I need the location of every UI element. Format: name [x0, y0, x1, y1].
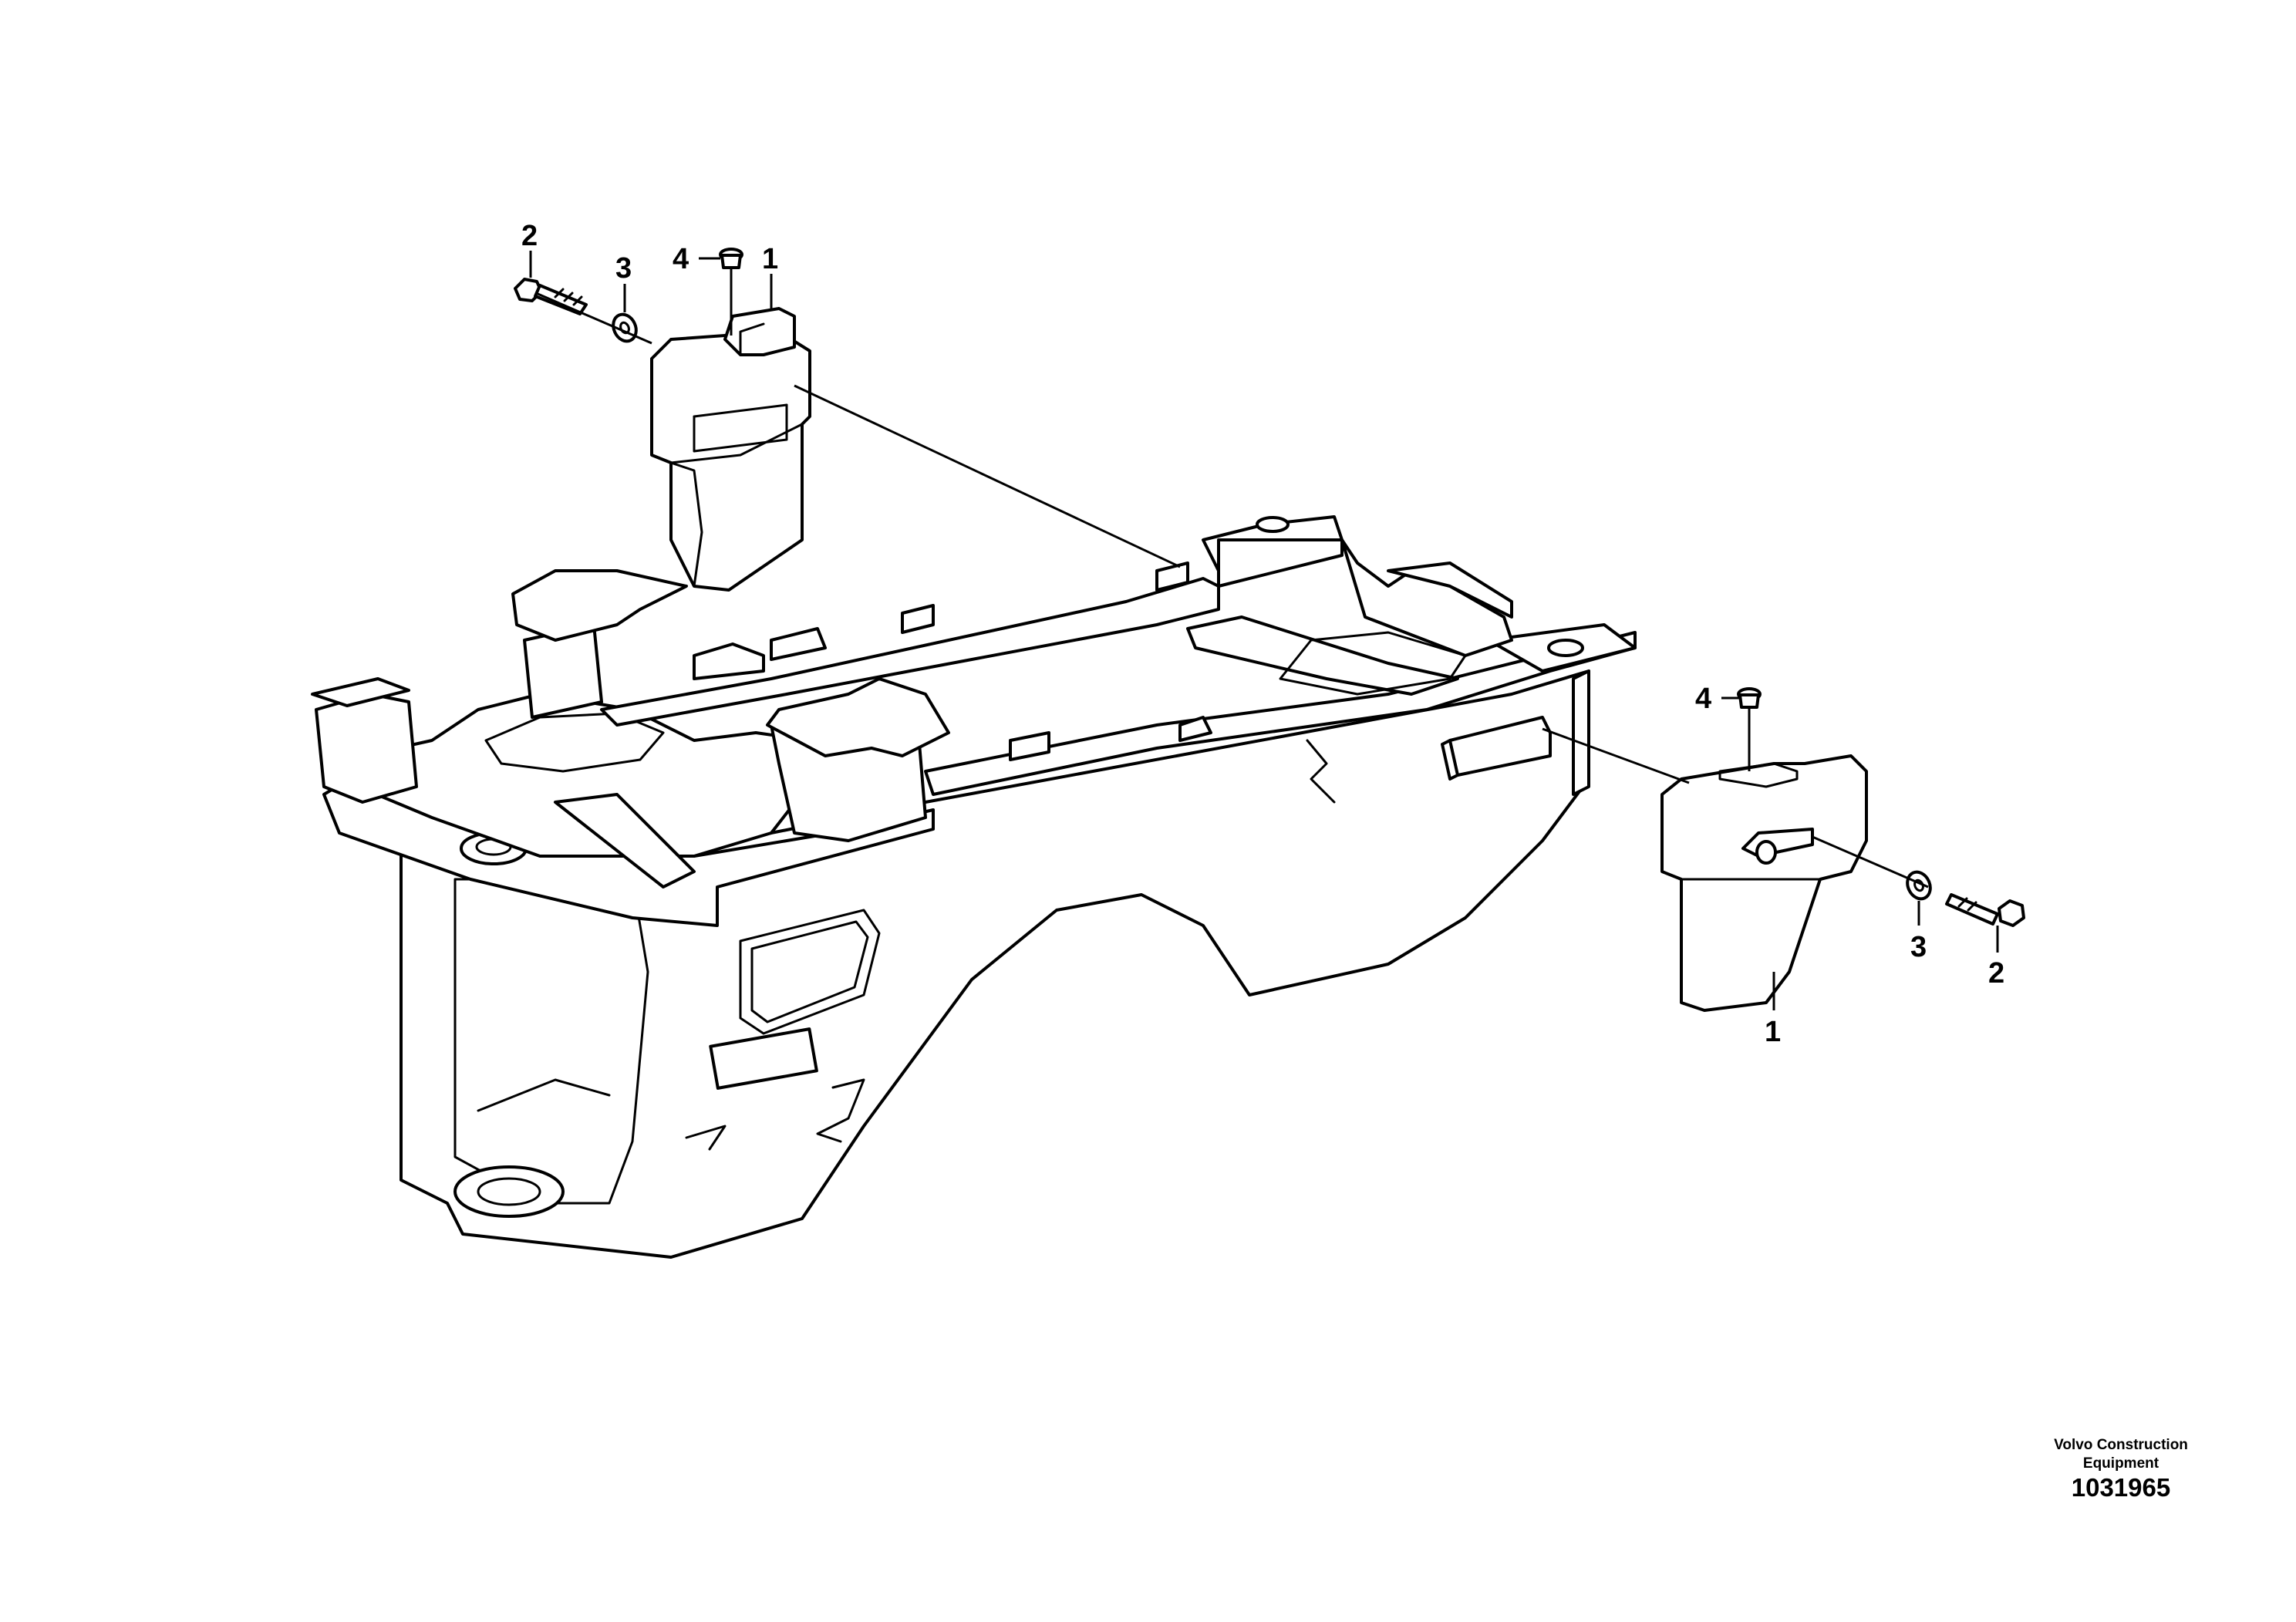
- counterweight-right: [1660, 754, 1868, 1012]
- callout-left-3: 3: [615, 252, 632, 285]
- callout-labels: 2 3 4 1 4 3 2 1: [521, 220, 2004, 1048]
- callout-left-2: 2: [521, 220, 538, 252]
- callout-left-4: 4: [673, 243, 689, 275]
- callout-right-2: 2: [1988, 957, 2004, 990]
- rear-frame: [311, 515, 1637, 1259]
- publisher-line-1: Volvo Construction: [2054, 1437, 2188, 1453]
- document-number: 1031965: [2071, 1473, 2171, 1502]
- bolt-right: [1945, 893, 2025, 927]
- callout-leaders: [529, 251, 1999, 1010]
- publisher-label: Volvo Construction Equipment: [2005, 1436, 2237, 1473]
- assembly-lines: [535, 268, 1929, 889]
- plug-right: [1737, 687, 1762, 709]
- callout-right-3: 3: [1910, 931, 1927, 963]
- plug-left: [719, 248, 743, 269]
- callout-right-4: 4: [1695, 683, 1711, 715]
- callout-right-1: 1: [1765, 1016, 1781, 1048]
- bolt-left: [514, 278, 588, 315]
- publisher-line-2: Equipment: [2082, 1455, 2159, 1472]
- washer-right: [1906, 870, 1932, 901]
- callout-left-1: 1: [762, 243, 778, 275]
- counterweight-left: [650, 307, 811, 592]
